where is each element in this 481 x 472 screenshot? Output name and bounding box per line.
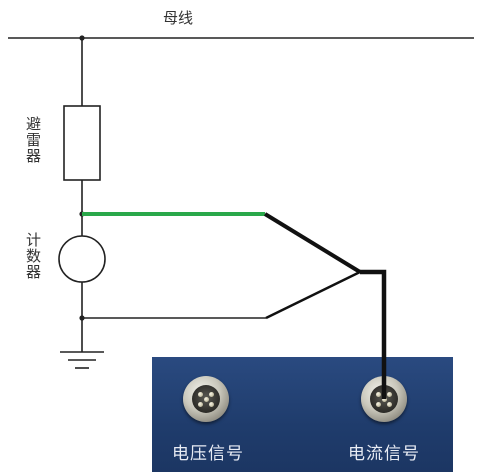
busbar-label: 母线 xyxy=(163,9,194,27)
current-signal-label: 电流信号 xyxy=(348,444,420,464)
connector-pin xyxy=(209,392,214,397)
connector-pin xyxy=(198,392,203,397)
connector-pin xyxy=(209,402,214,407)
connector-pin xyxy=(387,402,392,407)
counter-symbol xyxy=(58,235,106,283)
connector-pin xyxy=(203,397,209,402)
converging-cable-bottom xyxy=(265,270,361,320)
voltage-connector-socket xyxy=(192,385,220,413)
connector-pin xyxy=(198,402,203,407)
voltage-signal-connector[interactable] xyxy=(183,376,229,422)
connector-pin xyxy=(376,402,381,407)
connector-pin xyxy=(376,392,381,397)
connector-pin xyxy=(381,397,387,402)
cable-to-connector xyxy=(360,269,387,385)
voltage-signal-label: 电压信号 xyxy=(172,444,244,464)
surge-arrester-symbol xyxy=(63,105,101,181)
current-signal-connector[interactable] xyxy=(361,376,407,422)
arrester-label: 避雷器 xyxy=(24,116,42,164)
counter-label: 计数器 xyxy=(24,232,42,280)
signal-connector-panel: 电压信号 电流信号 xyxy=(152,357,453,472)
connector-pin xyxy=(387,392,392,397)
converging-cable-top xyxy=(263,212,362,274)
current-connector-socket xyxy=(370,385,398,413)
